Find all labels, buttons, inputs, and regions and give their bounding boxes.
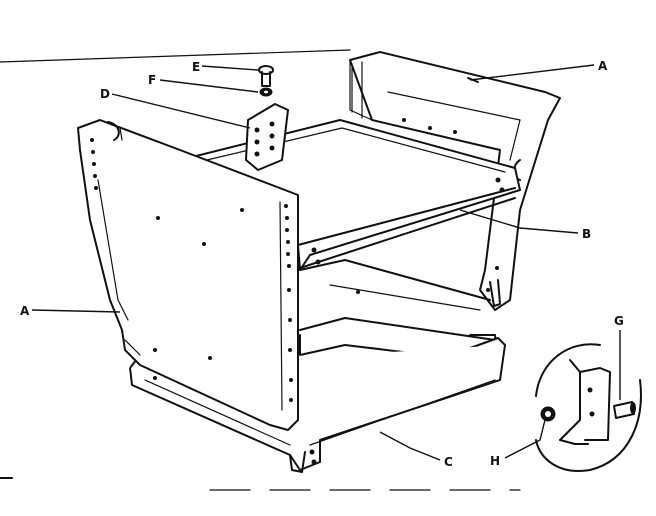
label-d: D	[100, 87, 110, 101]
scan-edge-top	[0, 49, 351, 63]
label-h: H	[490, 454, 500, 468]
label-b: B	[582, 227, 591, 241]
label-c: C	[444, 455, 453, 469]
label-a-left: A	[20, 304, 30, 318]
detail-inset	[535, 343, 642, 472]
bracket-d	[245, 103, 289, 171]
label-a-top: A	[598, 59, 608, 73]
label-e: E	[192, 60, 200, 74]
label-g: G	[614, 314, 624, 328]
side-panel-a-right	[349, 51, 561, 311]
washer-f	[259, 87, 273, 97]
side-panel-a-left	[77, 119, 299, 431]
hole-column-left	[90, 138, 98, 190]
callout-labels: A A B C D E F G H	[20, 59, 624, 469]
bolt-e	[258, 65, 274, 87]
leader-lines	[31, 64, 621, 461]
label-f: F	[148, 73, 156, 87]
hole-column-right	[284, 204, 293, 402]
